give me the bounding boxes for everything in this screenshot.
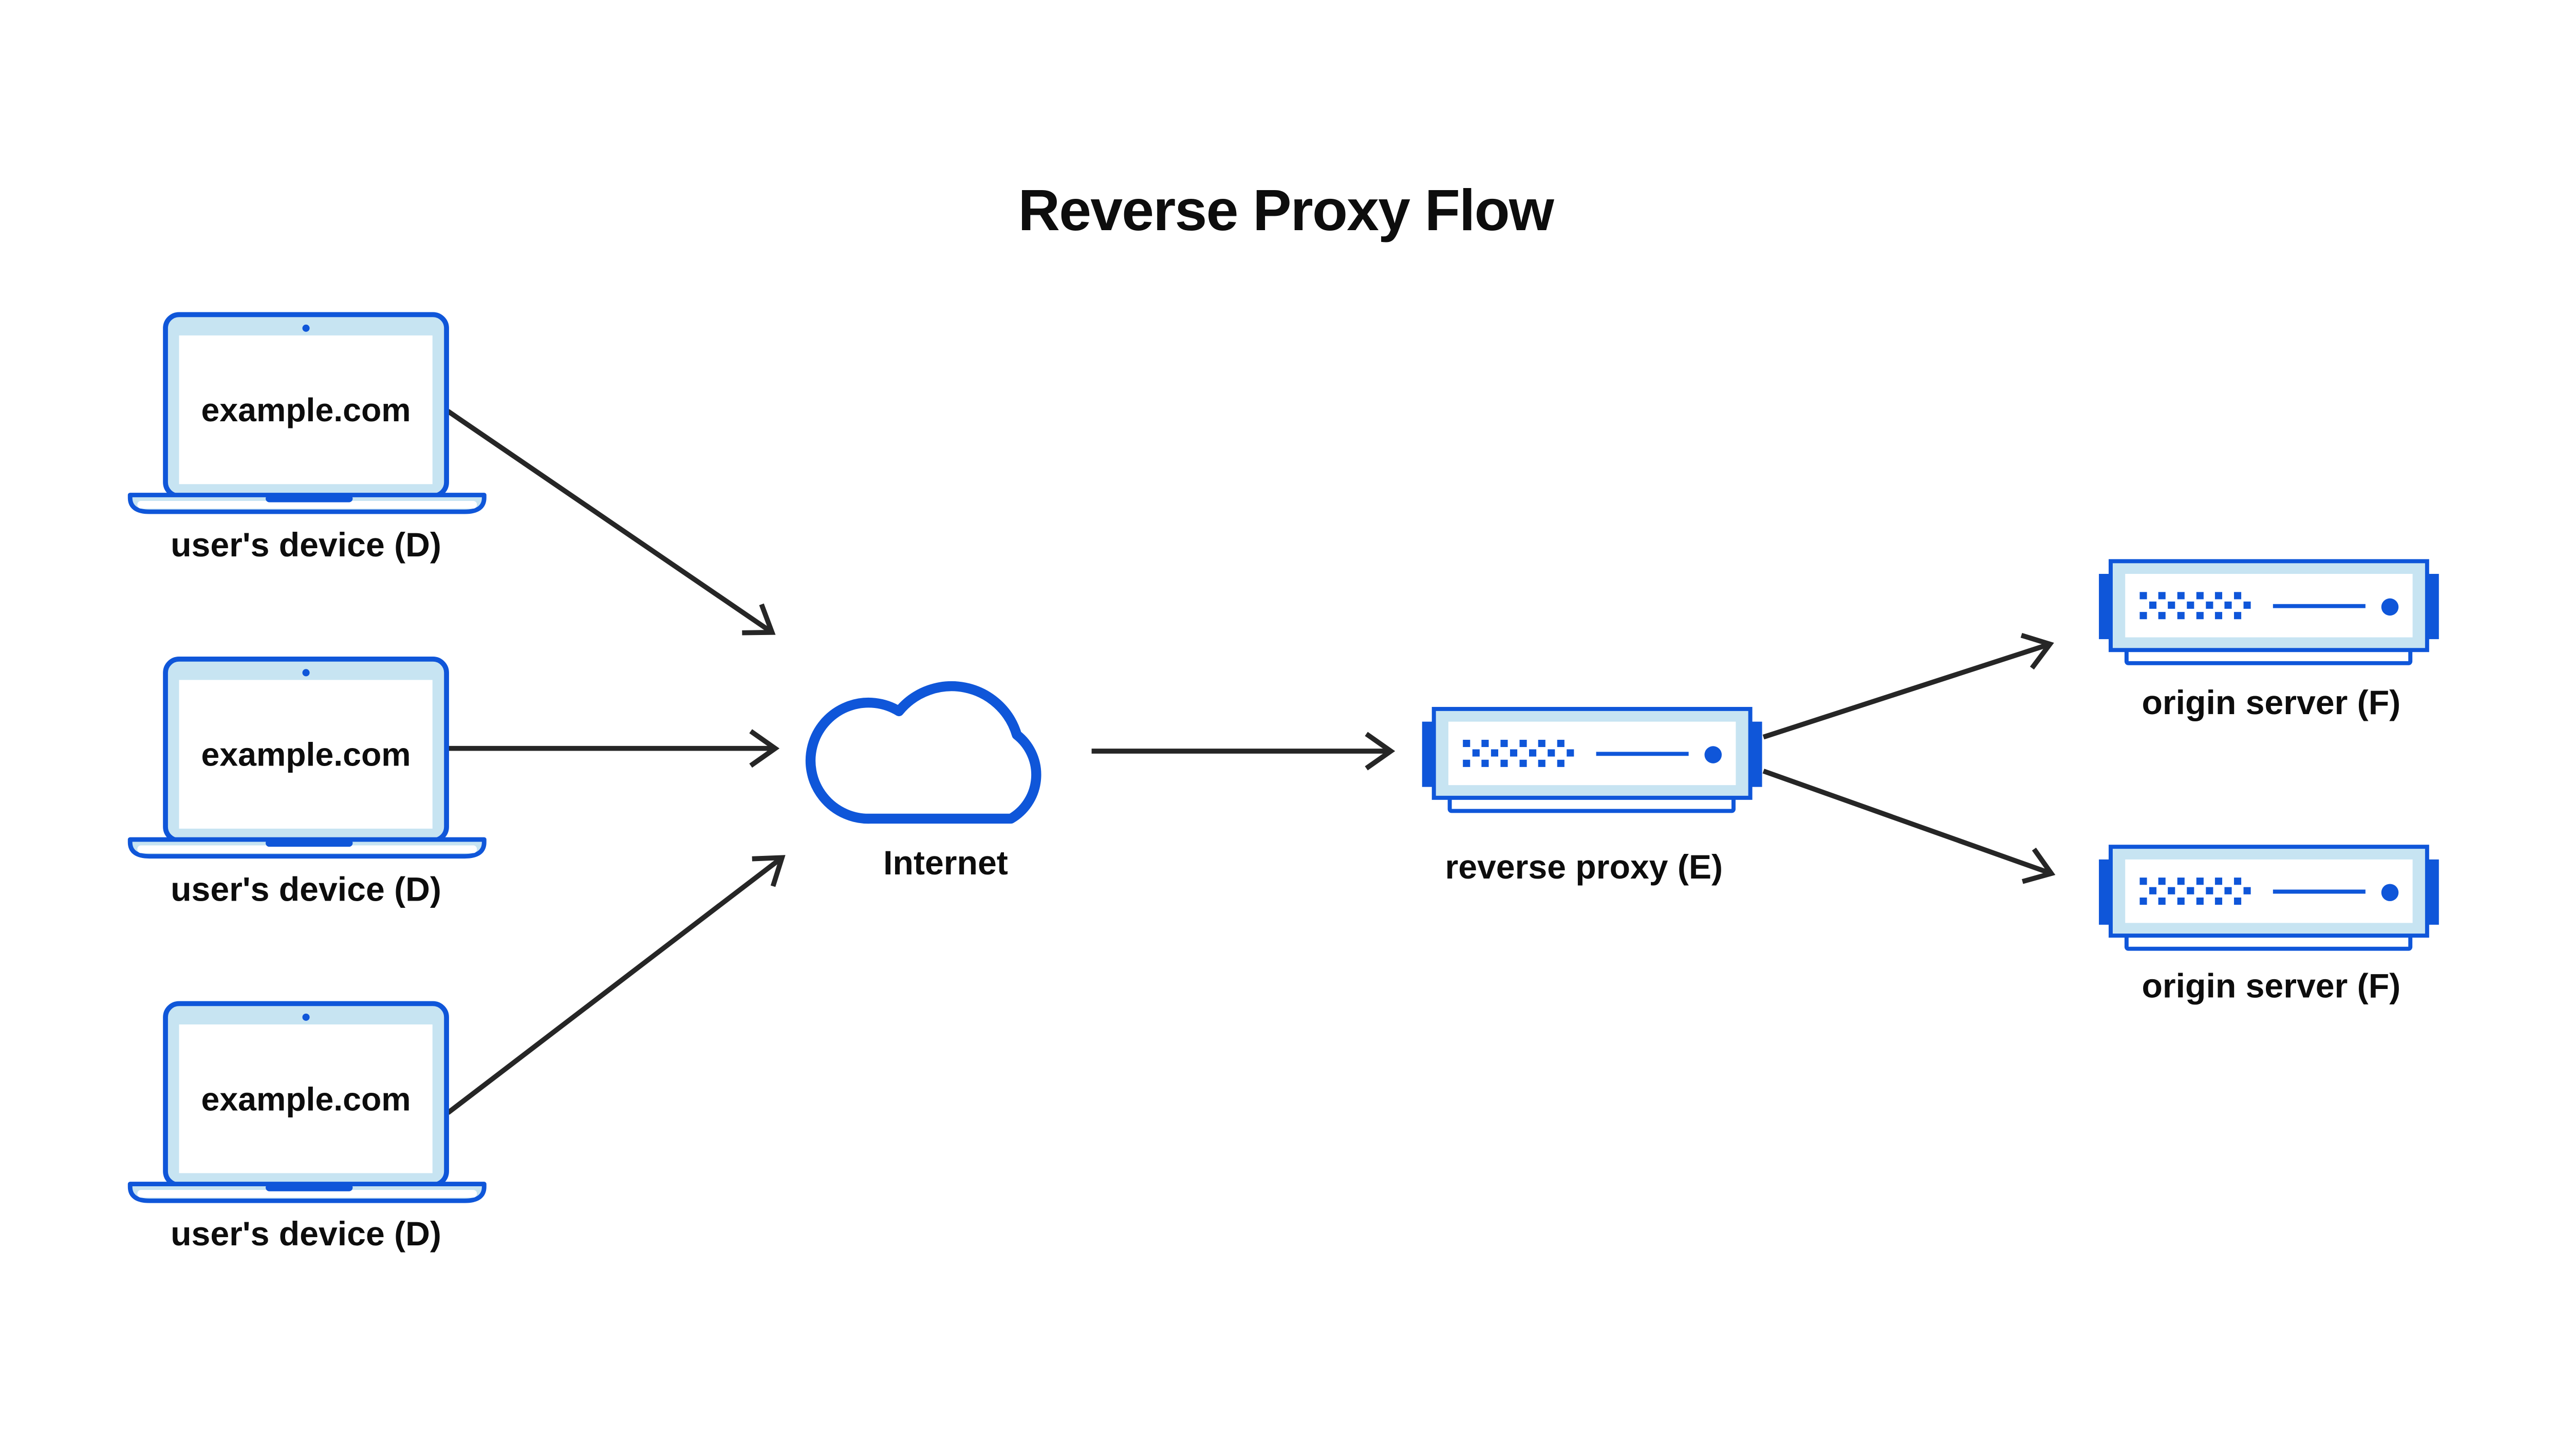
page-title: Reverse Proxy Flow bbox=[1018, 178, 1554, 242]
device-screen-text: example.com bbox=[201, 391, 411, 428]
cloud-icon bbox=[805, 681, 1041, 824]
reverse-proxy: reverse proxy (E) bbox=[1422, 709, 1762, 886]
origin-server-label: origin server (F) bbox=[2142, 684, 2401, 722]
origin-server-1: origin server (F) bbox=[2099, 561, 2439, 722]
internet: Internet bbox=[805, 681, 1041, 882]
user-device-3: example.com user's device (D) bbox=[130, 1003, 484, 1253]
device-label: user's device (D) bbox=[171, 526, 441, 564]
user-device-1: example.com user's device (D) bbox=[130, 314, 484, 564]
server-icon bbox=[1422, 709, 1762, 811]
server-icon bbox=[2099, 847, 2439, 949]
arrow-proxy-to-origin2 bbox=[1762, 769, 2056, 884]
flow-arrows bbox=[446, 409, 2056, 1115]
arrow-device1-to-internet bbox=[446, 409, 776, 636]
origin-server-2: origin server (F) bbox=[2099, 847, 2439, 1005]
origin-server-label: origin server (F) bbox=[2142, 967, 2401, 1005]
device-label: user's device (D) bbox=[171, 870, 441, 908]
device-screen-text: example.com bbox=[201, 736, 411, 773]
user-device-2: example.com user's device (D) bbox=[130, 659, 484, 908]
device-screen-text: example.com bbox=[201, 1080, 411, 1117]
reverse-proxy-label: reverse proxy (E) bbox=[1445, 848, 1723, 886]
arrow-proxy-to-origin1 bbox=[1762, 632, 2054, 740]
internet-label: Internet bbox=[883, 844, 1008, 882]
server-icon bbox=[2099, 561, 2439, 663]
arrow-device3-to-internet bbox=[446, 855, 786, 1115]
device-label: user's device (D) bbox=[171, 1215, 441, 1253]
